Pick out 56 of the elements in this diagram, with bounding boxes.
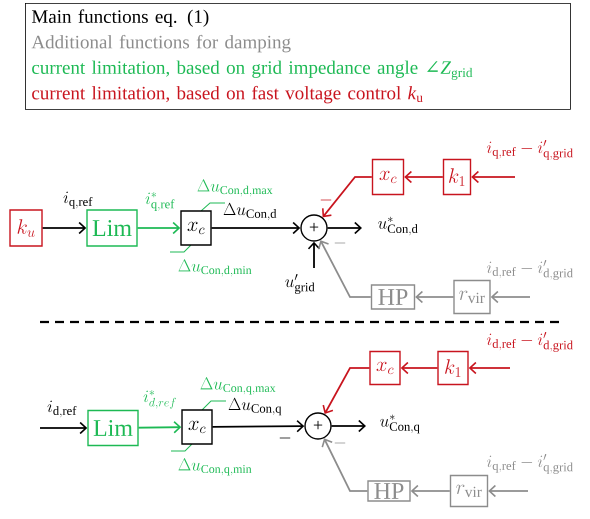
arrow	[415, 290, 454, 304]
arrow	[212, 420, 304, 432]
edge-label: $-$	[334, 442, 346, 444]
arrow	[322, 176, 372, 218]
arrow	[318, 240, 371, 298]
arrow	[400, 362, 438, 374]
block-box: Lim	[86, 209, 138, 247]
legend-box: Main functions eq. (1) Additional functions for damping current limitation, based on grid impedance angle ∠Z$_{grid}$ current limitation, based on fast voltage control k$_{u}$	[25, 3, 571, 110]
arrow	[42, 222, 86, 234]
edge-label: $i^{*}_{d,ref}$	[144, 390, 176, 409]
arrow	[138, 421, 182, 434]
block-box: $r_{\mathrm{vir}}$	[453, 280, 491, 314]
arrow	[488, 484, 528, 498]
block-box: $k_u$	[9, 209, 43, 247]
summing-junction: +	[304, 412, 332, 440]
edge-label: $i_{\mathrm{q,ref}}-i'_{\mathrm{q,grid}}$	[486, 454, 573, 474]
edge-label: $\Delta u_{\mathrm{Con,q}}$	[228, 398, 282, 416]
limit-label: $\Delta u_{\mathrm{Con,d,max}}$	[198, 179, 272, 196]
edge-label: $i_{\mathrm{d,ref}}-i'_{\mathrm{d,grid}}$	[486, 260, 573, 280]
arrow	[138, 222, 180, 234]
arrow	[404, 170, 443, 184]
edge-label: $i_{\mathrm{d,ref}}$	[48, 400, 76, 418]
block-box: $x_c$	[369, 350, 401, 386]
arrow	[212, 222, 300, 234]
arrow	[471, 170, 515, 184]
limit-label: $\Delta u_{\mathrm{Con,q,min}}$	[178, 458, 252, 476]
block-box: Lim	[87, 410, 139, 446]
arrow	[332, 420, 366, 432]
block-box: $r_{\mathrm{vir}}$	[450, 474, 488, 508]
edge-label: $u^{*}_{\mathrm{Con,d}}$	[378, 216, 418, 236]
arrow	[410, 484, 450, 498]
arrow	[468, 362, 510, 374]
edge-label: $i_{\mathrm{q,ref}}$	[64, 192, 92, 209]
block-box: HP	[370, 284, 416, 310]
edge-label: $i_{\mathrm{q,ref}}-i'_{\mathrm{q,grid}}$	[486, 140, 573, 160]
edge-label: $\Delta u_{\mathrm{Con,d}}$	[224, 202, 276, 220]
arrow	[322, 438, 368, 492]
block-box: $x_c$	[181, 409, 213, 445]
arrow	[490, 290, 530, 304]
arrow	[322, 367, 370, 414]
edge-label: $-$	[334, 242, 346, 244]
edge-label: $u^{*}_{\mathrm{Con,q}}$	[380, 414, 420, 434]
edge-label: $i^{*}_{\mathrm{q,ref}}$	[146, 192, 174, 211]
edge-label: $u'_{\mathrm{grid}}$	[285, 274, 315, 294]
limit-label: $\Delta u_{\mathrm{Con,q,max}}$	[200, 377, 276, 394]
arrow	[308, 242, 320, 268]
summing-junction: +	[300, 214, 328, 242]
block-box: $k_1$	[442, 158, 472, 196]
edge-label: $i_{\mathrm{d,ref}}-i'_{\mathrm{d,grid}}$	[486, 332, 573, 352]
arrow	[328, 222, 362, 234]
limit-label: $\Delta u_{\mathrm{Con,d,min}}$	[178, 259, 252, 276]
block-box: $x_c$	[180, 210, 212, 246]
block-box: $x_c$	[372, 158, 404, 196]
block-box: $k_1$	[437, 350, 469, 386]
arrow	[40, 422, 88, 434]
block-box: HP	[367, 480, 411, 502]
